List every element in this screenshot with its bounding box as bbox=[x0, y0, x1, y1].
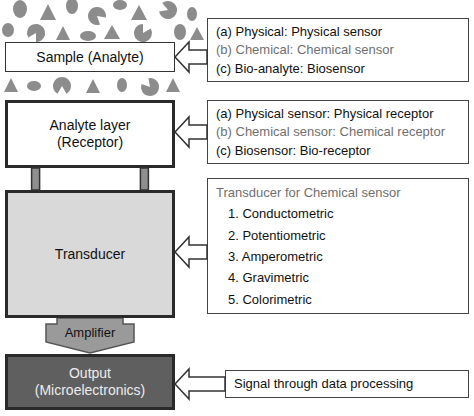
output-box: Output (Microelectronics) bbox=[5, 354, 175, 410]
callout-text: Transducer for Chemical sensor bbox=[216, 185, 400, 201]
particle bbox=[4, 78, 18, 92]
particle bbox=[24, 21, 48, 45]
particle bbox=[138, 75, 163, 99]
block-arrow bbox=[175, 117, 207, 147]
particle bbox=[104, 25, 120, 39]
particle bbox=[166, 78, 180, 92]
callout-box: Signal through data processing bbox=[225, 370, 469, 398]
box-label: Sample (Analyte) bbox=[36, 49, 143, 66]
callout-text: (b) Chemical sensor: Chemical receptor bbox=[216, 124, 445, 140]
sample-box: Sample (Analyte) bbox=[5, 42, 175, 72]
particle bbox=[117, 78, 127, 92]
callout-text: (a) Physical sensor: Physical receptor bbox=[216, 106, 433, 122]
particle bbox=[187, 7, 197, 21]
particle bbox=[53, 77, 71, 94]
particle bbox=[40, 4, 56, 20]
callout-text: 2. Potentiometric bbox=[216, 228, 326, 244]
particle bbox=[2, 23, 14, 37]
particle bbox=[158, 0, 180, 22]
particle bbox=[13, 0, 27, 18]
callout-text: 5. Colorimetric bbox=[216, 292, 312, 308]
particle bbox=[113, 0, 127, 10]
amplifier-arrow: Amplifier bbox=[45, 318, 135, 354]
box-label: Output (Microelectronics) bbox=[25, 365, 155, 399]
particle-group bbox=[2, 0, 204, 100]
receptor-box: Analyte layer (Receptor) bbox=[5, 100, 175, 168]
callout-text: (a) Physical: Physical sensor bbox=[216, 24, 382, 40]
connector-bar bbox=[140, 168, 148, 190]
transducer-box: Transducer bbox=[5, 190, 175, 318]
callout-text: Signal through data processing bbox=[234, 376, 413, 392]
connector-bar bbox=[32, 168, 40, 190]
callout-box: (a) Physical: Physical sensor (b) Chemica… bbox=[207, 18, 469, 82]
particle bbox=[190, 27, 204, 40]
block-arrow bbox=[175, 237, 207, 267]
particle bbox=[27, 81, 41, 91]
callout-text: (b) Chemical: Chemical sensor bbox=[216, 42, 394, 58]
particle bbox=[80, 31, 96, 41]
particle bbox=[84, 3, 108, 28]
amplifier-outline bbox=[46, 318, 134, 353]
callout-box: (a) Physical sensor: Physical receptor (b… bbox=[207, 100, 469, 164]
box-label: Amplifier bbox=[65, 325, 116, 341]
particle bbox=[66, 0, 78, 14]
callout-text: 1. Conductometric bbox=[216, 206, 334, 222]
box-label: Analyte layer (Receptor) bbox=[35, 117, 145, 151]
particle bbox=[131, 5, 147, 20]
callout-text: (c) Biosensor: Bio-receptor bbox=[216, 143, 371, 159]
particle bbox=[86, 79, 100, 93]
particle bbox=[56, 26, 70, 40]
callout-text: 3. Amperometric bbox=[216, 249, 323, 265]
box-label: Transducer bbox=[55, 246, 125, 263]
particle bbox=[174, 24, 186, 40]
block-arrow bbox=[175, 42, 207, 72]
callout-box: Transducer for Chemical sensor 1. Conduct… bbox=[207, 178, 469, 314]
callout-text: (c) Bio-analyte: Biosensor bbox=[216, 61, 365, 77]
block-arrow bbox=[175, 369, 225, 399]
callout-text: 4. Gravimetric bbox=[216, 270, 309, 286]
